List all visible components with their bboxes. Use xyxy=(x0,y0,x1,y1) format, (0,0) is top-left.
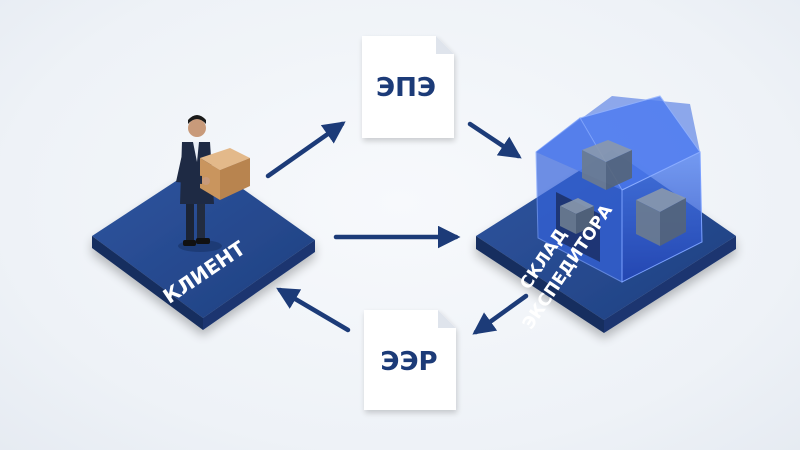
document-bottom: ЭЭР xyxy=(364,310,456,410)
document-bottom-label: ЭЭР xyxy=(380,347,437,377)
warehouse-platform-side-right xyxy=(604,236,736,333)
arrow-doc-top-to-warehouse xyxy=(467,121,522,159)
arrow-doc-bottom-to-client xyxy=(276,287,351,333)
warehouse-platform-side-left xyxy=(476,236,604,333)
document-bottom-icon xyxy=(364,310,456,410)
client-platform-side-right xyxy=(203,240,315,330)
client-platform-side-left xyxy=(92,236,203,330)
arrow-client-to-doc-top xyxy=(265,121,346,179)
arrow-warehouse-to-doc-bottom xyxy=(472,293,529,335)
warehouse-building-icon xyxy=(535,95,703,283)
cardboard-box-icon xyxy=(200,148,250,200)
document-top-icon xyxy=(362,36,454,138)
document-top: ЭПЭ xyxy=(362,36,454,138)
document-top-label: ЭПЭ xyxy=(376,73,436,103)
client-person-icon xyxy=(176,115,250,252)
